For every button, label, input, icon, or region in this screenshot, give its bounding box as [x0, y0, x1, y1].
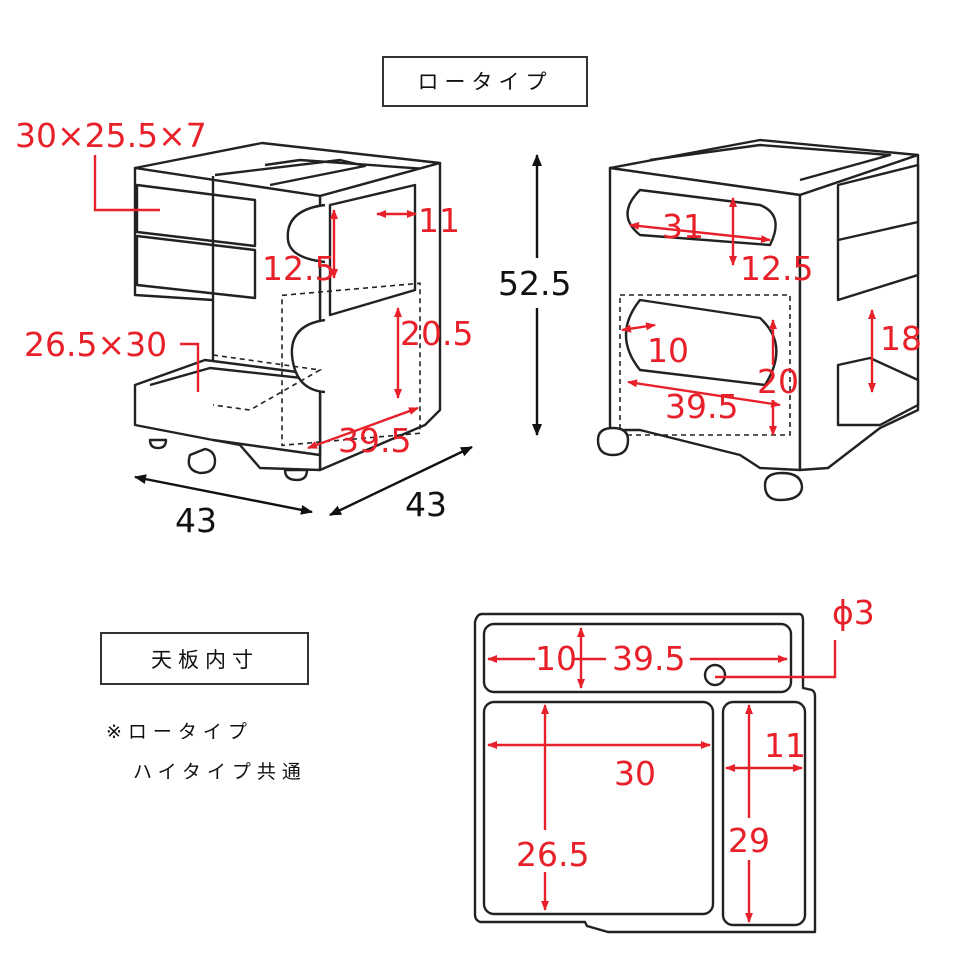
left-annotations: 30×25.5×7 26.5×30 12.5 11 20.5 39.5 43 4… [15, 116, 473, 540]
depth-label: 43 [405, 485, 447, 524]
lower-width-label: 10 [647, 331, 689, 370]
lower-height-label: 20.5 [400, 314, 473, 353]
top-inner-label: 天板内寸 [151, 648, 259, 672]
height-label: 52.5 [498, 264, 571, 303]
drawer-size-label: 30×25.5×7 [15, 116, 207, 155]
slot-length-label: 39.5 [612, 639, 685, 678]
upper-width-label: 31 [662, 207, 704, 246]
main-width-label: 30 [614, 754, 656, 793]
side-depth-label: 29 [728, 821, 770, 860]
hole-diameter-label: ϕ3 [832, 593, 875, 632]
width-label: 43 [175, 501, 217, 540]
height-dimension: 52.5 [498, 154, 571, 436]
open-height-label: 12.5 [262, 249, 335, 288]
upper-height-label: 12.5 [740, 249, 813, 288]
top-plate-drawing [473, 612, 817, 934]
low-type-title: ロータイプ [382, 56, 588, 107]
right-annotations: 31 12.5 10 20 39.5 18 [621, 197, 922, 436]
side-width-label: 11 [764, 726, 806, 765]
lower-depth-label: 39.5 [338, 421, 411, 460]
lower-depth-right-label: 39.5 [665, 387, 738, 426]
side-height-label: 18 [880, 319, 922, 358]
note-line-2: ハイタイプ共通 [133, 761, 307, 783]
note-line-1: ※ロータイプ [106, 721, 253, 743]
open-width-label: 11 [418, 201, 460, 240]
hole-icon [703, 663, 727, 687]
top-inner-title: 天板内寸 [100, 632, 309, 685]
lower-height-right-label: 20 [757, 362, 799, 401]
low-type-label: ロータイプ [418, 70, 553, 94]
main-depth-label: 26.5 [516, 835, 589, 874]
right-cabinet-drawing [596, 138, 920, 502]
slot-width-label: 10 [535, 639, 577, 678]
top-plate-annotations: 10 39.5 ϕ3 30 26.5 11 29 [487, 593, 875, 923]
tray-size-label: 26.5×30 [24, 325, 167, 364]
